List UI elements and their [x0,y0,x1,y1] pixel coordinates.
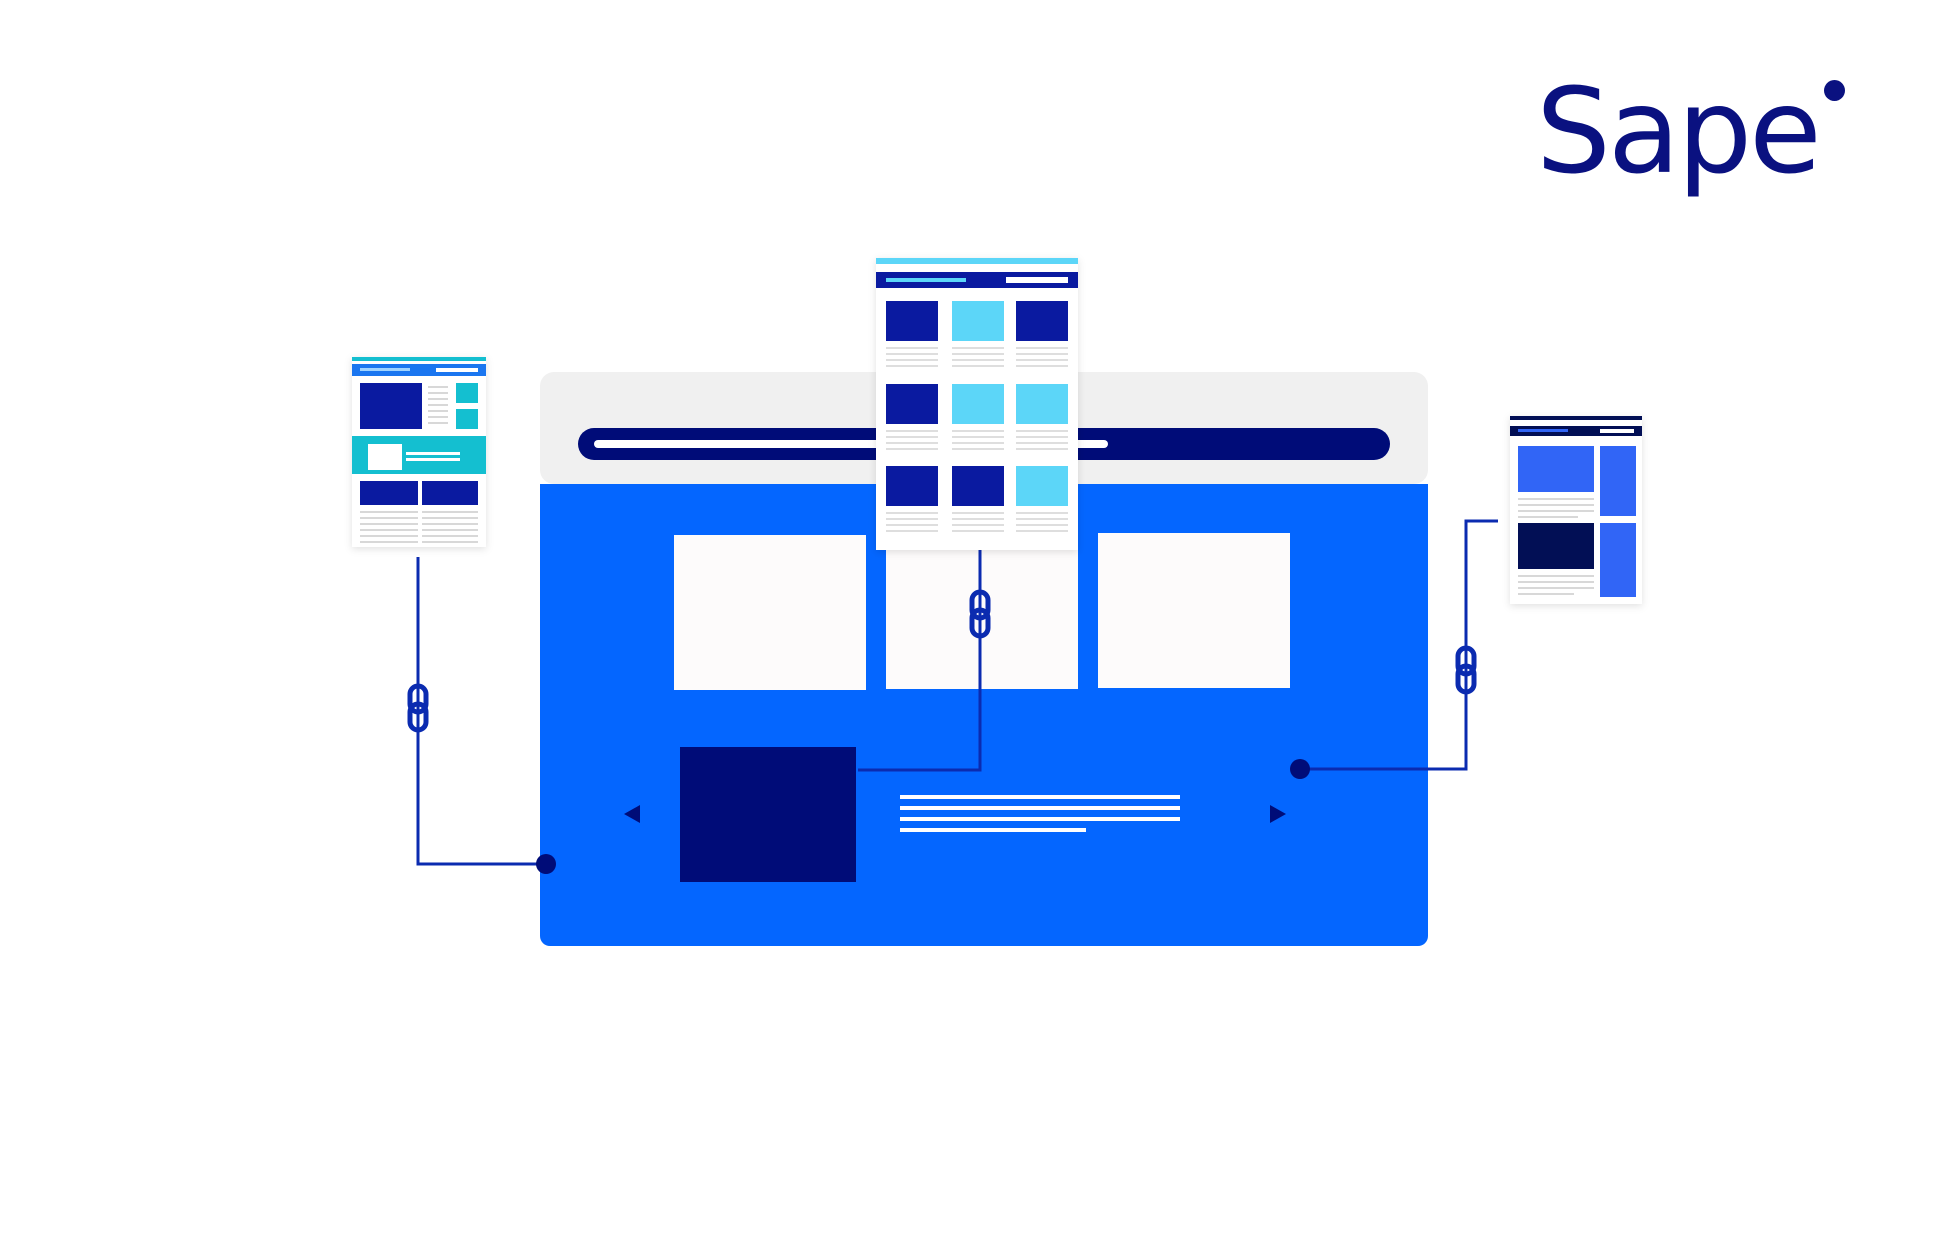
content-card [1098,533,1290,688]
mini-page-center-content [876,258,1078,532]
mini-page-right-content [1510,416,1642,597]
mini-page-left-content [352,357,486,543]
slider-text-lines [900,795,1180,832]
sape-logo-dot [1824,80,1845,101]
sape-logo: Sape [1536,62,1822,200]
slider-image [680,747,856,882]
connectors [416,519,1498,866]
connector-dot [1290,759,1310,779]
connector-dot [536,854,556,874]
arrow-left-icon [624,805,640,823]
arrow-right-icon [1270,805,1286,823]
content-card [674,535,866,690]
